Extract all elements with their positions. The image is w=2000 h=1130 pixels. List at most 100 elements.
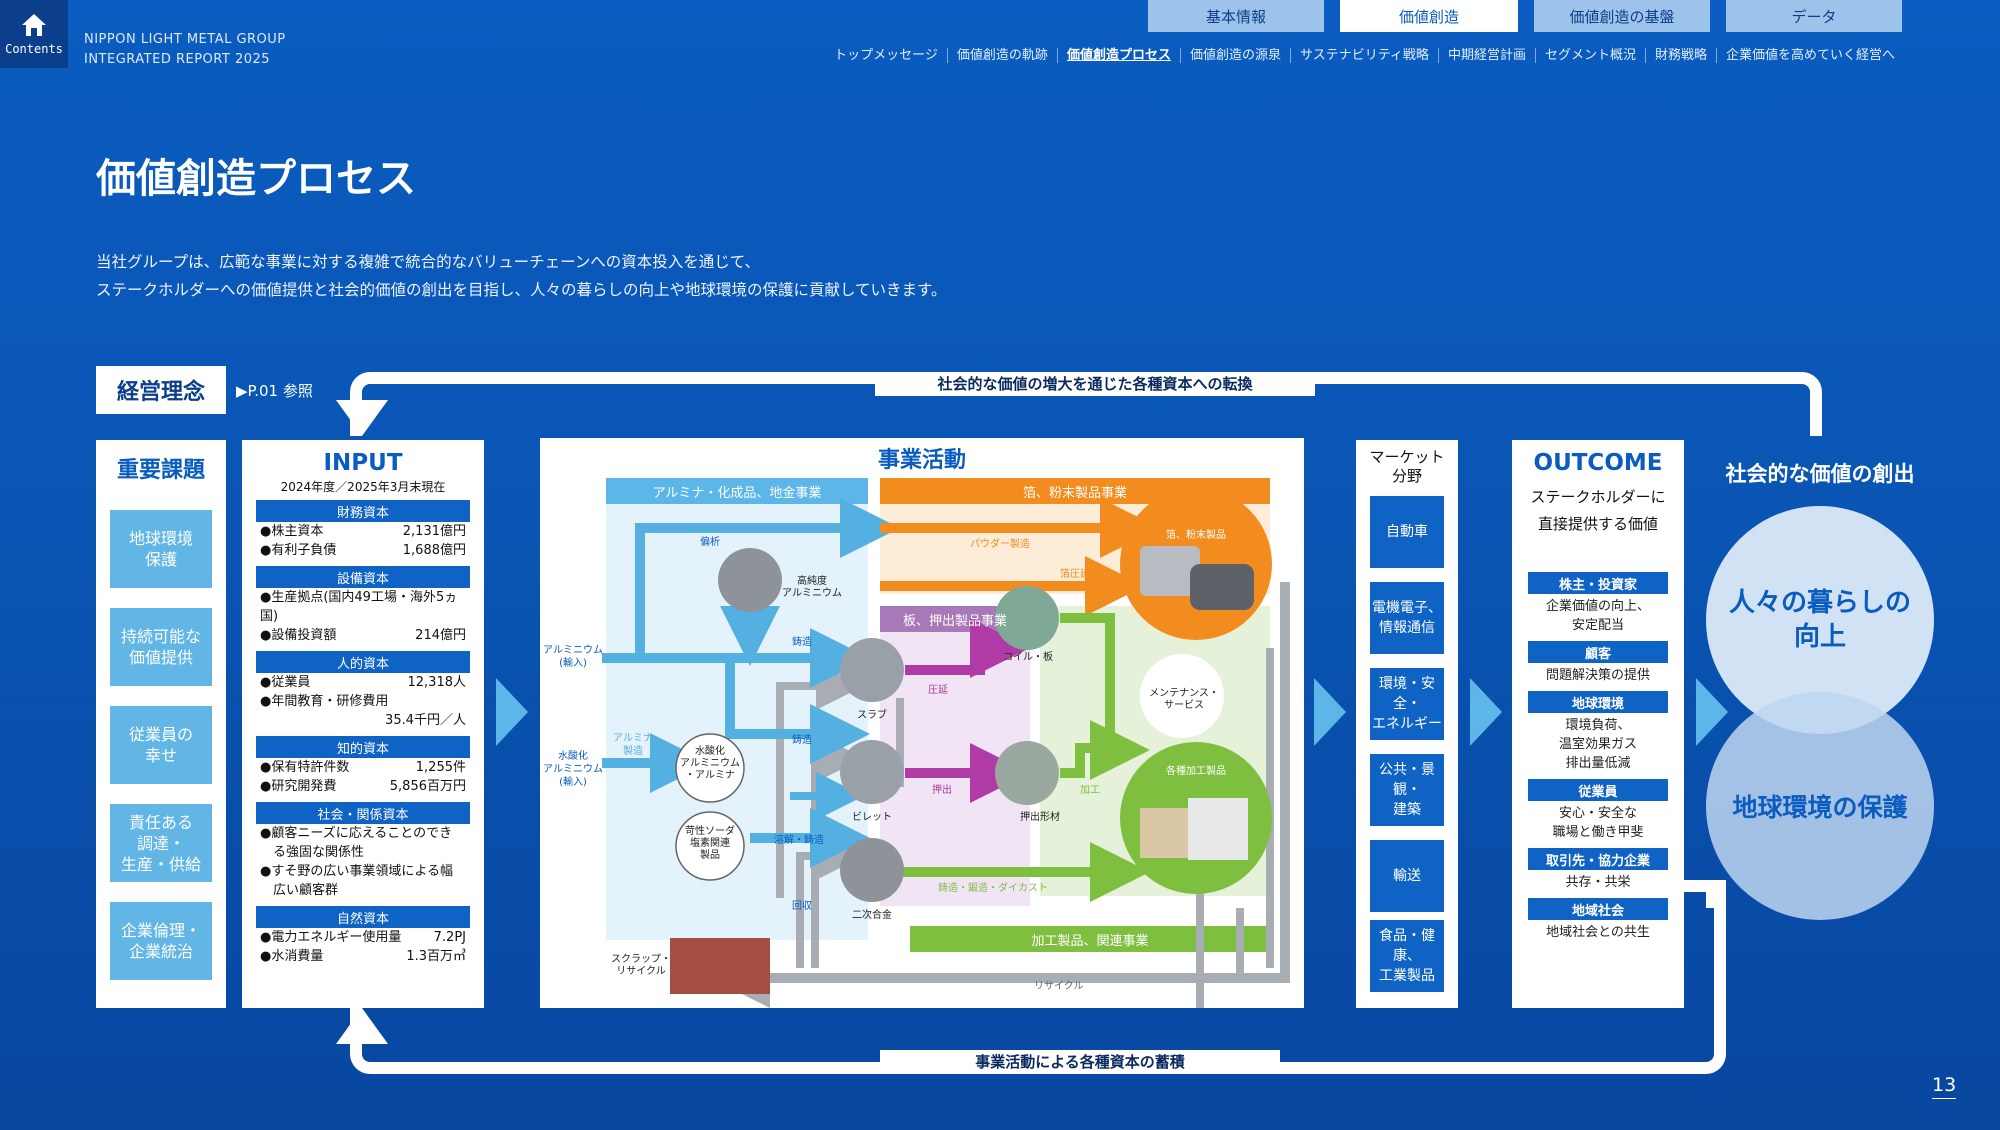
input-row: ●顧客ニーズに応えることのでき	[260, 826, 453, 841]
subnav-history[interactable]: 価値創造の軌跡	[946, 48, 1057, 63]
node-scrap: スクラップ・ リサイクル	[611, 954, 671, 977]
label-segregation: 偏析	[700, 537, 720, 548]
outcome-subtitle: ステークホルダーに 直接提供する価値	[1530, 488, 1666, 533]
subnav-segments[interactable]: セグメント概況	[1534, 48, 1645, 63]
subnav-source[interactable]: 価値創造の源泉	[1179, 48, 1290, 63]
fab-segment-header	[910, 926, 1270, 952]
input-category-header: 自然資本	[256, 906, 470, 928]
node-high-purity: 高純度 アルミニウム	[782, 576, 842, 599]
outcome-value-text: 地域社会との共生	[1546, 925, 1650, 940]
loop-bottom-label: 事業活動による各種資本の蓄積	[880, 1050, 1280, 1074]
philosophy-box: 経営理念	[96, 366, 226, 414]
outcome-title: OUTCOME	[1533, 450, 1663, 476]
philosophy-ref-link[interactable]: ▶P.01 参照	[236, 382, 313, 400]
tab-value-creation[interactable]: 価値創造	[1340, 0, 1518, 32]
outcome-stakeholder-header: 地域社会	[1528, 898, 1668, 920]
input-date: 2024年度／2025年3月末現在	[280, 480, 446, 494]
market-environment-energy: 環境・安全・ エネルギー	[1370, 668, 1444, 740]
input-category-header: 財務資本	[256, 500, 470, 522]
issue-responsible-supply: 責任ある 調達・ 生産・供給	[110, 804, 212, 882]
input-category-header: 人的資本	[256, 651, 470, 673]
tab-value-foundation[interactable]: 価値創造の基盤	[1534, 0, 1710, 32]
value-chain-diagram	[602, 478, 1290, 1008]
subnav-top-message[interactable]: トップメッセージ	[834, 48, 938, 63]
outcome-value-text: 企業価値の向上、 安定配当	[1545, 599, 1650, 633]
input-aluminium-label: アルミニウム (輸入)	[543, 645, 603, 669]
high-purity-al-icon	[718, 548, 782, 612]
tab-basic-info[interactable]: 基本情報	[1148, 0, 1324, 32]
input-row: 35.4千円／人	[385, 713, 466, 728]
maintenance-circle	[1136, 650, 1228, 742]
subnav-enterprise-value[interactable]: 企業価値を高めていく経営へ	[1715, 48, 1904, 63]
intro-text: 当社グループは、広範な事業に対する複雑で統合的なバリューチェーンへの資本投入を通…	[96, 253, 947, 299]
page-title: 価値創造プロセス	[96, 156, 416, 202]
flow-arrow-business	[1314, 678, 1346, 746]
label-processing: 加工	[1080, 785, 1100, 796]
alumina-segment-header	[606, 478, 868, 504]
coil-icon	[995, 586, 1059, 650]
market-construction: 公共・景観・ 建築	[1370, 754, 1444, 826]
outcome-value-text: 共存・共栄	[1565, 875, 1631, 890]
loop-top-label: 社会的な価値の増大を通じた各種資本への転換	[875, 372, 1315, 396]
loop-top-arrowhead	[336, 400, 388, 436]
label-casting-1: 鋳造	[792, 637, 812, 648]
market-transport: 輸送	[1370, 840, 1444, 912]
caustic-soda-circle	[675, 811, 745, 881]
issue-employee-happiness: 従業員の 幸せ	[110, 706, 212, 784]
node-extrusion: 押出形材	[1020, 812, 1060, 823]
flow-arrow-outcome	[1696, 678, 1728, 746]
market-title: マーケット 分野	[1369, 448, 1445, 485]
label-foil-rolling: 箔圧延	[1060, 569, 1090, 580]
node-slab: スラブ	[857, 710, 887, 721]
label-casting-2: 鋳造	[792, 735, 812, 746]
node-caustic-soda: 苛性ソーダ 塩素関連 製品	[685, 826, 735, 861]
node-coil: コイル・板	[1003, 652, 1053, 663]
circle-environment-protection: 地球環境の保護	[1706, 692, 1934, 920]
business-title: 事業活動	[877, 448, 966, 473]
hydroxide-circle	[675, 733, 745, 803]
outcome-value-text: 問題解決策の提供	[1545, 668, 1650, 683]
label-alumina-production: アルミナ 製造	[613, 733, 653, 757]
market-automotive: 自動車	[1370, 496, 1444, 568]
outcome-items: 株主・投資家企業価値の向上、 安定配当顧客問題解決策の提供地球環境環境負荷、 温…	[1528, 572, 1668, 942]
sheet-segment-label: 板、押出製品事業	[902, 613, 1007, 629]
contents-home-button[interactable]: Contents	[0, 0, 68, 68]
input-category-header: 知的資本	[256, 736, 470, 758]
scrap-image	[670, 938, 770, 994]
billet-icon	[840, 740, 904, 804]
subnav-finance[interactable]: 財務戦略	[1644, 48, 1716, 63]
label-recovery: 回収	[792, 901, 812, 912]
subnav-value-process[interactable]: 価値創造プロセス	[1056, 48, 1180, 63]
node-maintenance: メンテナンス・ サービス	[1149, 688, 1219, 711]
secondary-alloy-icon	[840, 838, 904, 902]
extrusion-icon	[995, 741, 1059, 805]
node-processed-products: 各種加工製品	[1166, 766, 1226, 777]
market-electronics: 電機電子、 情報通信	[1370, 582, 1444, 654]
outcome-stakeholder-header: 従業員	[1528, 779, 1668, 801]
market-food-industrial: 食品・健康、 工業製品	[1370, 920, 1444, 992]
subnav-sustainability[interactable]: サステナビリティ戦略	[1289, 48, 1438, 63]
input-row: ●生産拠点(国内49工場・海外5ヵ国)	[260, 590, 458, 624]
issue-ethics-governance: 企業倫理・ 企業統治	[110, 902, 212, 980]
issue-sustainable-value: 持続可能な 価値提供	[110, 608, 212, 686]
fab-segment-label: 加工製品、関連事業	[1031, 933, 1149, 949]
label-recycle: リサイクル	[1034, 981, 1084, 992]
tab-data[interactable]: データ	[1726, 0, 1902, 32]
input-row: 広い顧客群	[260, 883, 339, 898]
alumina-segment-label: アルミナ・化成品、地金事業	[652, 485, 822, 501]
label-melting-casting: 溶解・鋳造	[774, 835, 824, 846]
input-category-header: 社会・関係資本	[256, 802, 470, 824]
node-hydroxide: 水酸化 アルミニウム ・アルミナ	[680, 746, 740, 781]
outcome-stakeholder-header: 地球環境	[1528, 691, 1668, 713]
subnav-midterm-plan[interactable]: 中期経営計画	[1437, 48, 1535, 63]
slab-icon	[840, 638, 904, 702]
outcome-value-text: 環境負荷、 温室効果ガス 排出量低減	[1558, 718, 1637, 771]
